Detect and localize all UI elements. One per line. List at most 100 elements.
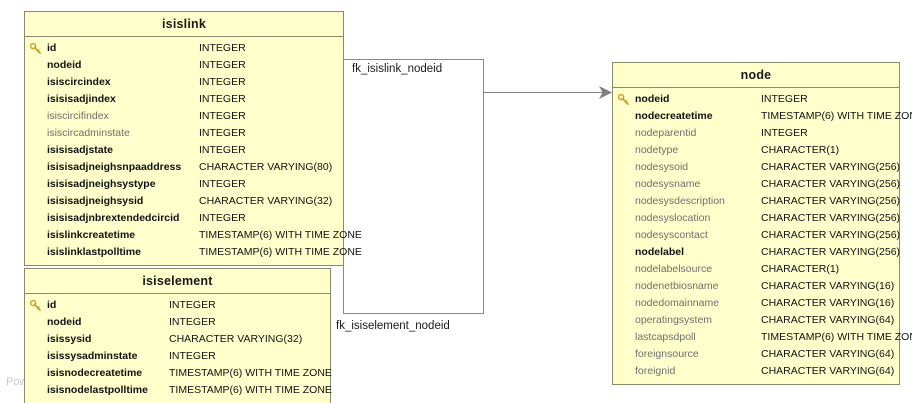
primary-key-icon bbox=[25, 42, 47, 55]
column-type: TIMESTAMP(6) WITH TIME ZONE bbox=[199, 229, 362, 241]
column-type: CHARACTER VARYING(256) bbox=[761, 212, 901, 224]
column-type: CHARACTER VARYING(64) bbox=[761, 365, 895, 377]
column-name: nodecreatetime bbox=[635, 110, 713, 122]
column-type: CHARACTER VARYING(16) bbox=[761, 280, 895, 292]
column-name: nodesyslocation bbox=[635, 212, 711, 224]
column-name: id bbox=[47, 42, 57, 54]
column-name: nodetype bbox=[635, 144, 679, 156]
column-type: INTEGER bbox=[761, 127, 808, 139]
column-type: CHARACTER VARYING(32) bbox=[199, 195, 333, 207]
column-name: isisisadjneighsnpaaddress bbox=[47, 161, 182, 173]
column-name: foreignid bbox=[635, 365, 676, 377]
column-row: nodeid INTEGER bbox=[25, 314, 330, 331]
column-row: nodesyslocation CHARACTER VARYING(256) bbox=[613, 210, 901, 227]
column-type: CHARACTER VARYING(64) bbox=[761, 314, 895, 326]
column-name: isislinklastpolltime bbox=[47, 246, 141, 258]
column-row: nodetype CHARACTER(1) bbox=[613, 142, 899, 159]
column-type: INTEGER bbox=[199, 212, 246, 224]
column-type: CHARACTER VARYING(16) bbox=[761, 297, 895, 309]
column-name: id bbox=[47, 299, 57, 311]
column-row: nodesyscontact CHARACTER VARYING(256) bbox=[613, 227, 901, 244]
relationship-group-box bbox=[343, 59, 484, 314]
column-type: TIMESTAMP(6) WITH TIME ZONE bbox=[761, 110, 912, 122]
column-row: isiscircifindex INTEGER bbox=[25, 108, 343, 125]
entity-title-isiselement: isiselement bbox=[25, 269, 330, 294]
column-type: INTEGER bbox=[199, 144, 246, 156]
column-name: nodeid bbox=[635, 93, 670, 105]
column-row: nodedomainname CHARACTER VARYING(16) bbox=[613, 295, 899, 312]
column-row: nodesysoid CHARACTER VARYING(256) bbox=[613, 159, 901, 176]
column-row: nodesysdescription CHARACTER VARYING(256) bbox=[613, 193, 901, 210]
column-type: INTEGER bbox=[199, 110, 246, 122]
column-name: nodedomainname bbox=[635, 297, 720, 309]
column-type: INTEGER bbox=[761, 93, 808, 105]
column-name: nodenetbiosname bbox=[635, 280, 719, 292]
column-row: isislinklastpolltime TIMESTAMP(6) WITH TI… bbox=[25, 244, 362, 261]
column-row: nodecreatetime TIMESTAMP(6) WITH TIME ZON… bbox=[613, 108, 912, 125]
relationship-label-fk-isiselement-nodeid: fk_isiselement_nodeid bbox=[336, 320, 450, 332]
column-name: nodeid bbox=[47, 316, 82, 328]
column-type: INTEGER bbox=[199, 59, 246, 71]
column-type: CHARACTER VARYING(64) bbox=[761, 348, 895, 360]
column-row: nodenetbiosname CHARACTER VARYING(16) bbox=[613, 278, 899, 295]
primary-key-icon bbox=[613, 93, 635, 106]
column-name: isislinkcreatetime bbox=[47, 229, 136, 241]
column-name: nodesyscontact bbox=[635, 229, 708, 241]
column-type: INTEGER bbox=[169, 350, 216, 362]
column-type: TIMESTAMP(6) WITH TIME ZONE bbox=[169, 384, 332, 396]
column-name: operatingsystem bbox=[635, 314, 713, 326]
watermark-text: Pow bbox=[6, 376, 28, 388]
column-type: INTEGER bbox=[199, 93, 246, 105]
column-name: isisisadjindex bbox=[47, 93, 116, 105]
column-name: isissysid bbox=[47, 333, 92, 345]
column-name: isisisadjstate bbox=[47, 144, 113, 156]
column-name: nodesysoid bbox=[635, 161, 689, 173]
column-type: TIMESTAMP(6) WITH TIME ZONE bbox=[199, 246, 362, 258]
column-type: CHARACTER VARYING(256) bbox=[761, 195, 901, 207]
column-name: nodelabel bbox=[635, 246, 685, 258]
column-type: CHARACTER VARYING(256) bbox=[761, 246, 901, 258]
column-type: CHARACTER VARYING(32) bbox=[169, 333, 303, 345]
column-row: id INTEGER bbox=[25, 297, 330, 314]
column-type: INTEGER bbox=[199, 127, 246, 139]
column-name: nodeid bbox=[47, 59, 82, 71]
column-type: CHARACTER VARYING(256) bbox=[761, 161, 901, 173]
column-row: isisisadjindex INTEGER bbox=[25, 91, 343, 108]
column-type: INTEGER bbox=[199, 42, 246, 54]
column-row: id INTEGER bbox=[25, 40, 343, 57]
column-type: INTEGER bbox=[169, 316, 216, 328]
column-name: isisisadjneighsystype bbox=[47, 178, 156, 190]
column-name: isiscircifindex bbox=[47, 110, 109, 122]
column-type: INTEGER bbox=[169, 299, 216, 311]
column-row: isislinkcreatetime TIMESTAMP(6) WITH TIME… bbox=[25, 227, 362, 244]
column-type: INTEGER bbox=[199, 76, 246, 88]
column-type: CHARACTER VARYING(256) bbox=[761, 229, 901, 241]
entity-title-isislink: isislink bbox=[25, 12, 343, 37]
column-name: nodesysdescription bbox=[635, 195, 725, 207]
relationship-label-fk-isislink-nodeid: fk_isislink_nodeid bbox=[352, 63, 443, 75]
column-name: foreignsource bbox=[635, 348, 699, 360]
primary-key-icon bbox=[25, 299, 47, 312]
column-row: isisisadjstate INTEGER bbox=[25, 142, 343, 159]
column-row: operatingsystem CHARACTER VARYING(64) bbox=[613, 312, 899, 329]
column-type: CHARACTER(1) bbox=[761, 144, 840, 156]
column-name: nodesysname bbox=[635, 178, 701, 190]
arrow-head-icon bbox=[599, 86, 612, 99]
column-name: isiscircindex bbox=[47, 76, 111, 88]
column-name: isissysadminstate bbox=[47, 350, 138, 362]
column-row: nodeid INTEGER bbox=[613, 91, 899, 108]
connector-line-to-node bbox=[484, 92, 604, 93]
